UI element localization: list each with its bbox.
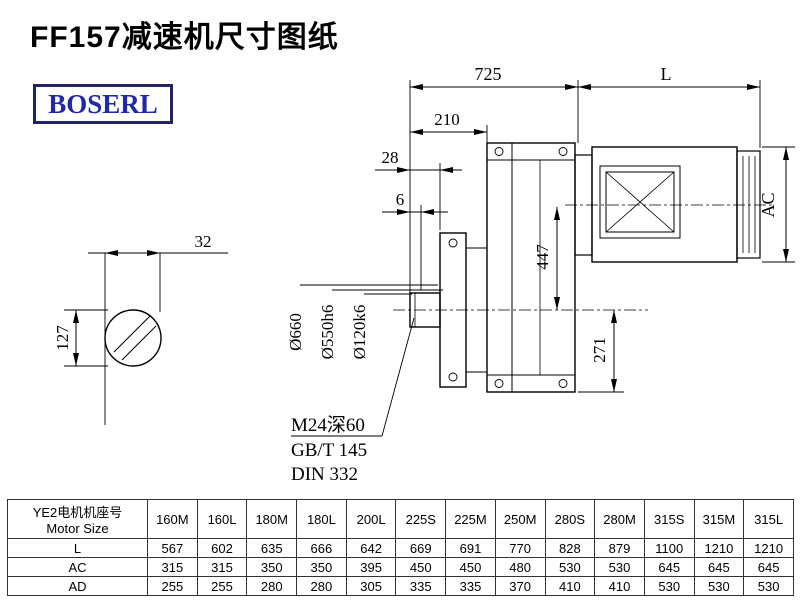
dimension-lines (291, 80, 795, 437)
dim-value-cell: 350 (246, 557, 298, 577)
size-col-header: 160M (147, 499, 198, 539)
dim-value-cell: 335 (445, 576, 496, 596)
dim-value-cell: 691 (445, 538, 496, 558)
table-row-L: L 567 602 635 666 642 669 691 770 828 87… (7, 538, 794, 558)
dim-AC-label: AC (758, 192, 778, 217)
size-col-header: 315L (743, 499, 794, 539)
dim-210-label: 210 (434, 110, 460, 129)
size-col-header: 225S (395, 499, 447, 539)
dim-value-cell: 410 (544, 576, 596, 596)
motor-size-table: YE2电机机座号 Motor Size 160M 160L 180M 180L … (7, 499, 794, 596)
dim-value-cell: 1100 (643, 538, 695, 558)
size-col-header: 315S (643, 499, 695, 539)
row-label: AD (7, 576, 148, 596)
dim-value-cell: 645 (743, 557, 794, 577)
dim-value-cell: 879 (594, 538, 645, 558)
dim-127-label: 127 (53, 325, 72, 351)
size-col-header: 180M (246, 499, 298, 539)
dim-value-cell: 645 (643, 557, 695, 577)
dim-value-cell: 255 (147, 576, 198, 596)
dia-120k6-label: Ø120k6 (350, 305, 369, 360)
motor-size-header: YE2电机机座号 Motor Size (7, 499, 148, 539)
dim-value-cell: 315 (196, 557, 248, 577)
note-din332-label: DIN 332 (291, 464, 358, 485)
motor-size-header-cn: YE2电机机座号 (32, 505, 123, 520)
row-label: L (7, 538, 148, 558)
motor (565, 146, 772, 263)
dim-value-cell: 410 (594, 576, 645, 596)
table-row-AD: AD 255 255 280 280 305 335 335 370 410 4… (7, 576, 794, 596)
dim-value-cell: 350 (296, 557, 347, 577)
dim-value-cell: 315 (147, 557, 198, 577)
dim-value-cell: 602 (196, 538, 248, 558)
size-col-header: 250M (494, 499, 546, 539)
dim-6-label: 6 (396, 190, 405, 209)
dim-value-cell: 770 (494, 538, 546, 558)
table-row-AC: AC 315 315 350 350 395 450 450 480 530 5… (7, 557, 794, 577)
dim-value-cell: 530 (693, 576, 745, 596)
dim-value-cell: 645 (693, 557, 745, 577)
dim-725-label: 725 (475, 64, 502, 84)
dim-447-label: 447 (533, 244, 552, 270)
thread-notes: M24深60 GB/T 145 DIN 332 (291, 414, 367, 485)
dim-value-cell: 567 (147, 538, 198, 558)
dim-value-cell: 1210 (743, 538, 794, 558)
dim-value-cell: 530 (743, 576, 794, 596)
table-header-row: YE2电机机座号 Motor Size 160M 160L 180M 180L … (7, 499, 794, 539)
dim-value-cell: 828 (544, 538, 596, 558)
size-col-header: 225M (445, 499, 496, 539)
left-view-shaft-end (64, 250, 228, 425)
dim-value-cell: 280 (246, 576, 298, 596)
gearbox-housing (486, 142, 576, 393)
dim-value-cell: 335 (395, 576, 447, 596)
dim-28-label: 28 (382, 148, 399, 167)
dim-value-cell: 669 (395, 538, 447, 558)
page-title: FF157减速机尺寸图纸 (30, 21, 339, 54)
dim-value-cell: 450 (445, 557, 496, 577)
motor-size-header-en: Motor Size (46, 521, 109, 536)
dim-value-cell: 305 (345, 576, 397, 596)
dim-32-label: 32 (195, 232, 212, 251)
output-flange-shaft (393, 232, 648, 388)
note-gbt145-label: GB/T 145 (291, 440, 367, 461)
dim-value-cell: 530 (643, 576, 695, 596)
size-col-header: 160L (196, 499, 248, 539)
row-label: AC (7, 557, 148, 577)
dim-value-cell: 666 (296, 538, 347, 558)
size-col-header: 280S (544, 499, 596, 539)
dim-L-label: L (661, 64, 672, 84)
size-col-header: 315M (693, 499, 745, 539)
size-col-header: 180L (296, 499, 347, 539)
dim-value-cell: 280 (296, 576, 347, 596)
dim-value-cell: 642 (345, 538, 397, 558)
dim-value-cell: 370 (494, 576, 546, 596)
dim-value-cell: 530 (544, 557, 596, 577)
dia-660-label: Ø660 (286, 313, 305, 351)
dim-value-cell: 530 (594, 557, 645, 577)
dim-value-cell: 480 (494, 557, 546, 577)
size-col-header: 200L (345, 499, 397, 539)
size-col-header: 280M (594, 499, 645, 539)
note-m24-label: M24深60 (291, 414, 365, 436)
dim-value-cell: 635 (246, 538, 298, 558)
dim-value-cell: 1210 (693, 538, 745, 558)
dim-271-label: 271 (590, 337, 609, 363)
dia-550h6-label: Ø550h6 (318, 305, 337, 360)
boserl-logo: BOSERL (33, 84, 173, 124)
dim-value-cell: 450 (395, 557, 447, 577)
dim-value-cell: 395 (345, 557, 397, 577)
dim-value-cell: 255 (196, 576, 248, 596)
boserl-logo-text: BOSERL (48, 88, 158, 119)
